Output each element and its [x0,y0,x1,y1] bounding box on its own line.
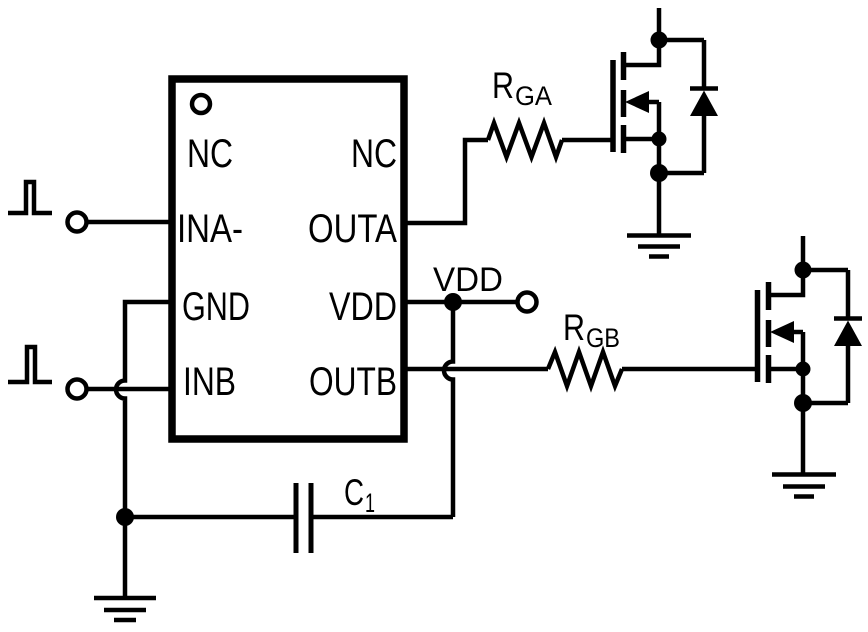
pulse-input-a-icon [8,179,52,216]
input-a [8,179,172,234]
mosfet-a-body-arrow-icon [625,91,649,113]
junction-dot-a-source [651,131,667,147]
mosfet-a [610,8,718,259]
pin-label-outa: OUTA [308,207,397,251]
driver-ic: NC INA- GND INB NC OUTA VDD OUTB [168,75,408,443]
input-b-terminal [65,377,89,401]
c1-sub-label: 1 [365,488,375,518]
vdd-net: VDD [404,261,539,517]
rga-ref-label: R [492,65,514,106]
junction-dot-b-source [795,361,811,377]
outa-net: R GA [404,65,613,226]
pin-label-ina: INA- [177,207,243,251]
rga-sub-label: GA [515,81,552,111]
input-a-terminal [65,210,89,234]
ground-symbol-left-icon [94,595,156,623]
body-diode-a-icon [659,37,718,176]
resistor-rga-icon [485,116,565,164]
rgb-ref-label: R [563,307,585,348]
pin-label-gnd: GND [182,285,250,329]
ground-symbol-a-icon [627,233,691,259]
pin-label-outb: OUTB [309,360,397,404]
pin-label-nc-left: NC [187,132,233,176]
mosfet-b-body-arrow-icon [770,321,794,343]
rgb-sub-label: GB [586,323,620,353]
body-diode-b-icon [803,267,862,406]
resistor-rgb-icon [545,345,625,393]
capacitor-c1: C 1 [125,472,453,553]
vdd-net-label: VDD [433,261,503,299]
outb-net: R GB [404,307,758,393]
pulse-input-b-icon [8,344,52,385]
input-b [8,344,172,401]
c1-ref-label: C [344,472,364,513]
wire-vdd-to-c1-with-hop [441,302,456,517]
pin-label-vdd: VDD [329,285,397,329]
pin-label-nc-right: NC [351,132,397,176]
wire-gnd-with-hop [113,299,172,598]
mosfet-b [754,236,862,499]
ic-outline [168,75,408,443]
vdd-terminal [515,290,539,314]
wire-outa [404,137,488,226]
ground-symbol-b-icon [772,472,836,499]
gnd-net [94,299,172,623]
pin1-indicator-icon [189,92,213,116]
pin-label-inb: INB [183,360,236,404]
